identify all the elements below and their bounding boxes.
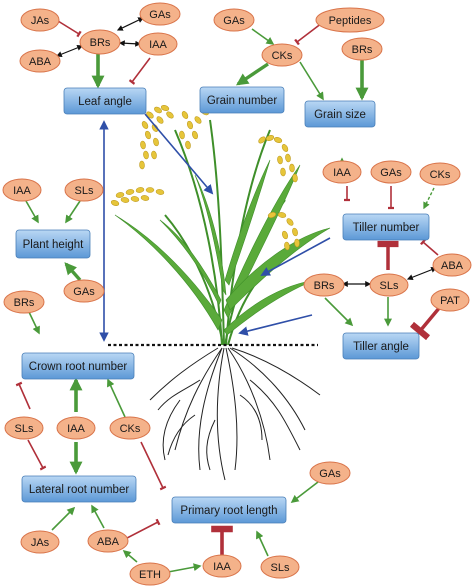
hormone-eth-bottom: ETH (129, 562, 171, 586)
hormone-gas-mid-top: GAs (213, 8, 255, 32)
panicle-left-low (110, 187, 165, 206)
svg-text:IAA: IAA (13, 185, 31, 197)
svg-text:SLs: SLs (15, 423, 34, 435)
panicle-right (258, 135, 298, 183)
hormone-jas-bottom: JAs (20, 530, 60, 554)
svg-text:ABA: ABA (441, 260, 464, 272)
trait-primary-root-length: Primary root length (171, 496, 287, 524)
svg-text:Plant height: Plant height (23, 239, 85, 251)
trait-crown-root-number: Crown root number (21, 352, 135, 380)
stems (164, 119, 301, 346)
svg-text:PAT: PAT (440, 295, 460, 307)
hormone-brs-top: BRs (79, 29, 121, 55)
svg-text:GAs: GAs (223, 15, 245, 27)
leaves (114, 159, 331, 336)
svg-text:SLs: SLs (75, 185, 94, 197)
svg-text:ABA: ABA (29, 56, 52, 68)
trait-boxes: Leaf angle Grain number Grain size Plant… (15, 86, 430, 524)
trait-tiller-angle: Tiller angle (342, 332, 420, 360)
svg-text:JAs: JAs (31, 15, 50, 27)
hormone-aba-top: ABA (19, 49, 61, 73)
panicles (110, 105, 300, 251)
hormone-aba-bottom: ABA (87, 529, 129, 553)
hormone-sls-tiller: SLs (369, 273, 409, 297)
svg-text:Primary root length: Primary root length (180, 505, 277, 517)
tiller-angle-pointer (238, 314, 313, 336)
svg-text:Peptides: Peptides (329, 15, 372, 27)
svg-text:ABA: ABA (97, 536, 120, 548)
hormone-cks-top: CKs (261, 43, 303, 67)
hormone-cks-tiller: CKs (419, 162, 461, 186)
hormone-pat-tiller: PAT (430, 288, 470, 312)
svg-text:CKs: CKs (120, 423, 141, 435)
trait-leaf-angle: Leaf angle (63, 87, 147, 115)
hormone-iaa-top: IAA (138, 32, 178, 56)
hormone-iaa-bottom: IAA (202, 554, 242, 578)
svg-text:Tiller number: Tiller number (353, 222, 420, 234)
hormone-gas-primary: GAs (309, 461, 351, 485)
svg-text:CKs: CKs (272, 50, 293, 62)
svg-text:Grain size: Grain size (314, 109, 366, 121)
hormone-brs-left: BRs (3, 290, 45, 314)
hormone-gas-left: GAs (63, 279, 105, 303)
svg-text:Tiller angle: Tiller angle (353, 341, 409, 353)
panicle-left (139, 105, 174, 170)
panicle-center (179, 108, 209, 150)
hormone-sls-root: SLs (4, 416, 44, 440)
svg-text:SLs: SLs (380, 280, 399, 292)
hormone-gas-tiller: GAs (370, 160, 412, 184)
svg-text:Grain number: Grain number (207, 95, 277, 107)
root-system (149, 347, 321, 481)
svg-text:CKs: CKs (430, 169, 451, 181)
svg-text:BRs: BRs (314, 280, 335, 292)
svg-text:JAs: JAs (31, 537, 50, 549)
hormone-cks-root: CKs (109, 416, 151, 440)
svg-text:BRs: BRs (352, 44, 373, 56)
hormone-jas-top: JAs (20, 8, 60, 32)
svg-text:GAs: GAs (319, 468, 341, 480)
hormone-gas-top: GAs (139, 2, 181, 26)
svg-text:BRs: BRs (90, 37, 111, 49)
rice-plant-illustration (110, 105, 331, 481)
svg-text:IAA: IAA (149, 39, 167, 51)
hormone-sls-left: SLs (64, 178, 104, 202)
tiller-number-pointer (260, 237, 331, 276)
svg-text:GAs: GAs (149, 9, 171, 21)
svg-text:IAA: IAA (67, 423, 85, 435)
blue-indicator-arrows (99, 113, 331, 342)
svg-text:GAs: GAs (73, 286, 95, 298)
panicle-right-low (267, 212, 300, 251)
svg-text:ETH: ETH (139, 569, 161, 581)
leaf-angle-pointer (144, 113, 214, 195)
hormone-iaa-tiller: IAA (322, 160, 362, 184)
svg-text:GAs: GAs (380, 167, 402, 179)
hormone-brs-tiller: BRs (303, 273, 345, 297)
trait-lateral-root-number: Lateral root number (21, 475, 137, 503)
svg-text:BRs: BRs (14, 297, 35, 309)
trait-plant-height: Plant height (15, 229, 91, 259)
hormone-aba-tiller: ABA (432, 253, 472, 277)
svg-text:SLs: SLs (271, 562, 290, 574)
hormone-peptides: Peptides (315, 7, 385, 33)
hormone-iaa-left: IAA (2, 178, 42, 202)
trait-grain-number: Grain number (199, 86, 285, 114)
svg-text:IAA: IAA (333, 167, 351, 179)
svg-text:Leaf angle: Leaf angle (78, 96, 132, 108)
trait-tiller-number: Tiller number (342, 213, 430, 241)
svg-text:Lateral root number: Lateral root number (29, 484, 130, 496)
hormone-sls-bottom: SLs (260, 555, 300, 579)
svg-text:Crown root number: Crown root number (29, 361, 128, 373)
connectors (15, 17, 442, 573)
hormone-brs-right-top: BRs (341, 37, 383, 61)
svg-text:IAA: IAA (213, 561, 231, 573)
hormone-iaa-root: IAA (56, 416, 96, 440)
trait-grain-size: Grain size (304, 100, 376, 128)
